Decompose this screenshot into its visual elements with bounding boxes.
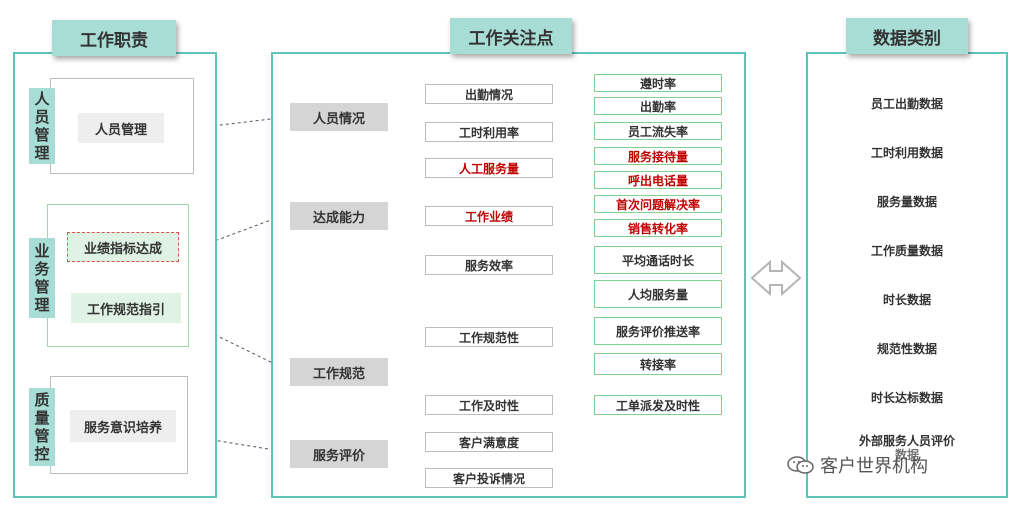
wechat-icon — [787, 456, 814, 474]
sub-customer-satisfaction: 客户满意度 — [425, 432, 553, 452]
watermark: 客户世界机构 — [786, 452, 992, 478]
sub-work-performance: 工作业绩 — [425, 206, 553, 226]
category-evaluation: 服务评价 — [290, 440, 388, 468]
data-type-duration: 时长数据 — [882, 293, 931, 307]
sub-norm-compliance: 工作规范性 — [425, 327, 553, 347]
data-type-external-evaluation-cont: 数据 — [894, 448, 919, 462]
personnel-management-label: 人员管理 — [78, 113, 164, 143]
business-tab: 业 务 管 理 — [29, 238, 55, 318]
focus-header: 工作关注点 — [450, 18, 572, 54]
data-type-duration-compliance: 时长达标数据 — [870, 391, 943, 405]
leaf-ticket-dispatch-timeliness: 工单派发及时性 — [594, 395, 722, 415]
data-type-norms: 规范性数据 — [876, 342, 937, 356]
data-type-work-quality: 工作质量数据 — [870, 244, 943, 258]
category-personnel: 人员情况 — [290, 103, 388, 131]
sub-work-hour-utilization: 工时利用率 — [425, 122, 553, 142]
quality-tab: 质 量 管 控 — [29, 388, 55, 466]
category-norms: 工作规范 — [290, 358, 388, 386]
leaf-first-contact-resolution: 首次问题解决率 — [594, 195, 722, 213]
arrow-performance — [192, 212, 288, 250]
duties-header: 工作职责 — [52, 20, 176, 56]
sub-attendance: 出勤情况 — [425, 84, 553, 104]
data-types-header: 数据类别 — [846, 18, 968, 54]
category-ability: 达成能力 — [290, 202, 388, 230]
leaf-reception-volume: 服务接待量 — [594, 147, 722, 165]
leaf-sales-conversion: 销售转化率 — [594, 219, 722, 237]
leaf-attendance-rate: 出勤率 — [594, 97, 722, 115]
leaf-punctuality: 遵时率 — [594, 74, 722, 92]
sub-customer-complaints: 客户投诉情况 — [425, 468, 553, 488]
personnel-tab: 人 员 管 理 — [29, 88, 55, 164]
leaf-per-capita-service: 人均服务量 — [594, 280, 722, 308]
business-box — [47, 204, 189, 347]
leaf-turnover-rate: 员工流失率 — [594, 122, 722, 140]
sub-service-efficiency: 服务效率 — [425, 255, 553, 275]
double-arrow-icon — [750, 259, 802, 297]
data-types-panel — [806, 52, 1008, 498]
leaf-avg-call-duration: 平均通话时长 — [594, 246, 722, 274]
leaf-transfer-rate: 转接率 — [594, 353, 722, 375]
data-type-service-volume: 服务量数据 — [876, 195, 937, 209]
service-awareness-label: 服务意识培养 — [70, 410, 176, 442]
data-type-external-evaluation: 外部服务人员评价 — [858, 434, 955, 448]
leaf-outbound-calls: 呼出电话量 — [594, 171, 722, 189]
work-norm-guide-label: 工作规范指引 — [71, 293, 181, 323]
leaf-evaluation-push-rate: 服务评价推送率 — [594, 317, 722, 345]
watermark-text: 客户世界机构 — [820, 456, 928, 477]
data-type-work-hours: 工时利用数据 — [870, 146, 943, 160]
data-type-attendance: 员工出勤数据 — [870, 97, 943, 111]
performance-target-label: 业绩指标达成 — [67, 232, 179, 262]
sub-timeliness: 工作及时性 — [425, 395, 553, 415]
arrow-service — [187, 435, 288, 455]
sub-service-volume: 人工服务量 — [425, 158, 553, 178]
